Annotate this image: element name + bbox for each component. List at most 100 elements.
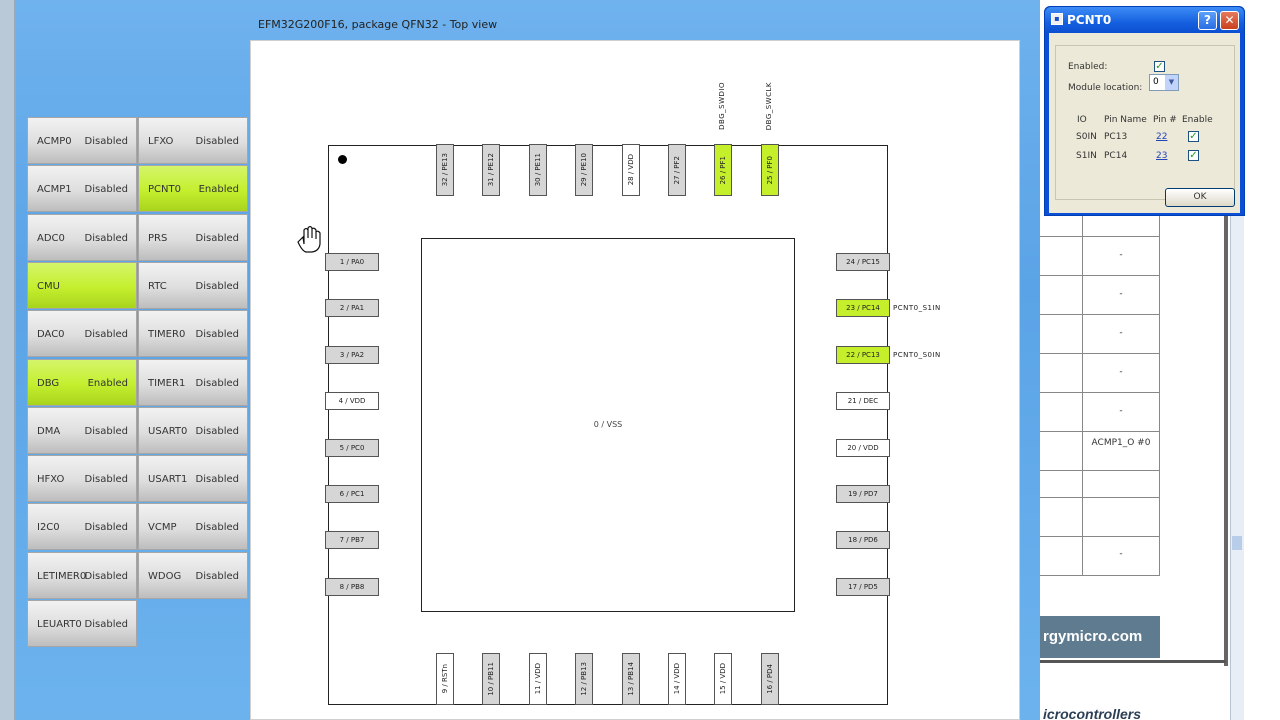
pin-1[interactable]: 1 / PA0	[325, 253, 379, 271]
row-io: S1IN	[1076, 151, 1097, 161]
pin-30[interactable]: 30 / PE11	[528, 144, 547, 196]
peripheral-status: Disabled	[84, 570, 128, 582]
scrollbar[interactable]	[1230, 216, 1244, 720]
table-row-line	[1040, 575, 1160, 576]
pin-13[interactable]: 13 / PB14	[621, 653, 640, 705]
pin-19[interactable]: 19 / PD7	[836, 485, 890, 503]
pin-18[interactable]: 18 / PD6	[836, 531, 890, 550]
pin-29[interactable]: 29 / PE10	[575, 144, 594, 196]
pin-label: 17 / PD5	[848, 582, 878, 591]
pin-16[interactable]: 16 / PD4	[760, 653, 779, 705]
peripheral-status: Disabled	[195, 329, 239, 341]
pin-label: 15 / VDD	[719, 663, 728, 695]
pin-2[interactable]: 2 / PA1	[325, 299, 379, 318]
pin-23[interactable]: 23 / PC14	[836, 299, 890, 318]
pin-17[interactable]: 17 / PD5	[836, 577, 890, 596]
pin-27[interactable]: 27 / PF2	[668, 144, 686, 196]
pin-label: 28 / VDD	[626, 154, 635, 186]
check-icon: ✓	[1189, 150, 1198, 161]
enabled-checkbox[interactable]: ✓	[1154, 61, 1165, 72]
pin-32[interactable]: 32 / PE13	[436, 144, 454, 196]
dialog-titlebar[interactable]: ▪ PCNT0 ? ✕	[1045, 7, 1244, 33]
scrollbar-thumb[interactable]	[1232, 536, 1242, 550]
row-enable-checkbox[interactable]: ✓	[1188, 150, 1199, 161]
pin-4[interactable]: 4 / VDD	[325, 392, 379, 411]
hand-cursor-icon	[297, 225, 321, 253]
pcnt0-dialog: ▪ PCNT0 ? ✕ Enabled: ✓ Module location: …	[1044, 6, 1245, 216]
center-pad	[421, 238, 795, 612]
pin-20[interactable]: 20 / VDD	[836, 438, 890, 457]
table-row-line	[1040, 353, 1160, 354]
pin-12[interactable]: 12 / PB13	[575, 653, 594, 705]
row-enable-checkbox[interactable]: ✓	[1188, 131, 1199, 142]
pin-25[interactable]: 25 / PF0	[760, 144, 779, 196]
pin-7[interactable]: 7 / PB7	[325, 531, 379, 550]
pin-14[interactable]: 14 / VDD	[668, 653, 686, 705]
pin-label: 12 / PB13	[580, 662, 589, 696]
table-cell: -	[1119, 549, 1123, 559]
pin-number-link[interactable]: 23	[1156, 151, 1168, 161]
pin-22[interactable]: 22 / PC13	[836, 345, 890, 364]
diagram-title: EFM32G200F16, package QFN32 - Top view	[258, 18, 498, 31]
check-icon: ✓	[1155, 61, 1164, 72]
pin-label: 32 / PE13	[441, 153, 449, 187]
pin-number-link[interactable]: 22	[1156, 132, 1168, 142]
pin-label: 21 / DEC	[847, 397, 879, 406]
divider	[1224, 216, 1228, 666]
close-button[interactable]: ✕	[1220, 11, 1239, 30]
row-pin-name: PC14	[1104, 151, 1128, 161]
pin-24[interactable]: 24 / PC15	[836, 253, 890, 271]
peripheral-name: LEUART0	[37, 619, 82, 630]
table-cell: -	[1119, 250, 1123, 260]
pin-21[interactable]: 21 / DEC	[836, 392, 890, 411]
pin-11[interactable]: 11 / VDD	[528, 653, 547, 705]
pin-28[interactable]: 28 / VDD	[621, 144, 640, 196]
center-pad-label: 0 / VSS	[593, 420, 623, 429]
peripheral-button-timer0[interactable]: TIMER0 Disabled	[138, 310, 248, 358]
peripheral-status: Disabled	[195, 377, 239, 389]
footer-text: icrocontrollers	[1043, 706, 1142, 720]
module-location-select[interactable]: 0 ▼	[1149, 74, 1179, 91]
peripheral-name: DBG	[37, 377, 60, 389]
pin-label: 23 / PC14	[846, 304, 880, 313]
row-pin-name: PC13	[1104, 132, 1128, 142]
chevron-down-icon: ▼	[1165, 75, 1178, 90]
pin-label: 9 / RSTn	[441, 664, 449, 694]
pin-9[interactable]: 9 / RSTn	[436, 653, 454, 705]
pin-3[interactable]: 3 / PA2	[325, 345, 379, 364]
pin-6[interactable]: 6 / PC1	[325, 485, 379, 503]
pin-10[interactable]: 10 / PB11	[482, 653, 501, 705]
pin-signal-label: PCNT0_S1IN	[893, 304, 941, 313]
peripheral-name: ADC0	[37, 232, 65, 244]
peripheral-status: Disabled	[195, 425, 239, 437]
pin-15[interactable]: 15 / VDD	[714, 653, 733, 705]
help-button[interactable]: ?	[1198, 11, 1217, 30]
ok-button[interactable]: OK	[1165, 188, 1235, 207]
pin-8[interactable]: 8 / PB8	[325, 577, 379, 596]
pin-31[interactable]: 31 / PE12	[482, 144, 501, 196]
pin-26[interactable]: 26 / PF1	[714, 144, 733, 196]
peripheral-status: Disabled	[84, 619, 128, 630]
peripheral-name: TIMER0	[148, 329, 186, 341]
pin-5[interactable]: 5 / PC0	[325, 438, 379, 457]
peripheral-button-cmu[interactable]: CMU	[27, 261, 137, 309]
